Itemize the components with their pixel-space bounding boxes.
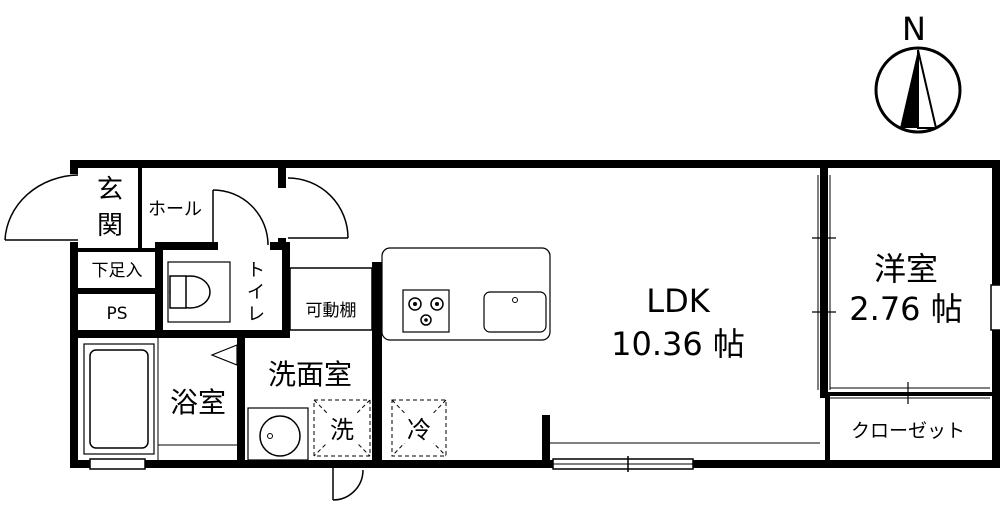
shoe-box-label: 下足入 xyxy=(92,261,143,281)
hall-label: ホール xyxy=(148,199,202,220)
ps-label: PS xyxy=(106,304,127,324)
ldk-size: 10.36 帖 xyxy=(611,325,745,363)
bath-door-icon xyxy=(210,344,238,366)
washer-space: 洗 xyxy=(313,399,371,457)
entrance-door xyxy=(4,174,79,241)
sink-icon xyxy=(483,291,547,333)
bath-window xyxy=(89,458,146,470)
bath-label: 浴室 xyxy=(170,386,226,419)
north-label: N xyxy=(902,10,926,48)
shelf-label: 可動棚 xyxy=(306,301,357,321)
ldk-door xyxy=(287,177,349,239)
closet-doors xyxy=(830,382,990,404)
entrance-label-2: 関 xyxy=(97,211,123,241)
exterior-walls xyxy=(70,160,1000,468)
bathtub xyxy=(83,343,155,455)
washer-label: 洗 xyxy=(330,416,354,444)
washroom-sliding-door xyxy=(374,342,380,458)
bottom-window xyxy=(552,456,694,472)
western-room-name: 洋室 xyxy=(874,250,938,288)
right-window xyxy=(990,284,1000,331)
stove-icon xyxy=(402,289,450,333)
north-compass: N xyxy=(874,10,962,134)
toilet-fixture xyxy=(167,261,231,323)
washroom-label: 洗面室 xyxy=(268,358,352,391)
western-room-sliding-door xyxy=(812,175,836,390)
fridge-label: 冷 xyxy=(407,416,431,444)
closet-label: クローゼット xyxy=(851,420,965,442)
compass-circle-icon xyxy=(874,46,962,134)
entrance-label-1: 玄 xyxy=(97,175,123,205)
kitchen-counter xyxy=(381,247,551,341)
ldk-name: LDK xyxy=(646,282,710,320)
western-room-size: 2.76 帖 xyxy=(849,290,962,328)
toilet-label-3: レ xyxy=(247,304,265,325)
shelf-box xyxy=(289,267,373,331)
hall-door xyxy=(212,189,269,246)
toilet-label-1: ト xyxy=(247,260,265,281)
toilet-label-2: イ xyxy=(247,282,265,303)
fridge-space: 冷 xyxy=(391,399,447,457)
interior-walls xyxy=(78,168,992,468)
wash-basin xyxy=(247,407,309,461)
washroom-door xyxy=(332,468,364,501)
